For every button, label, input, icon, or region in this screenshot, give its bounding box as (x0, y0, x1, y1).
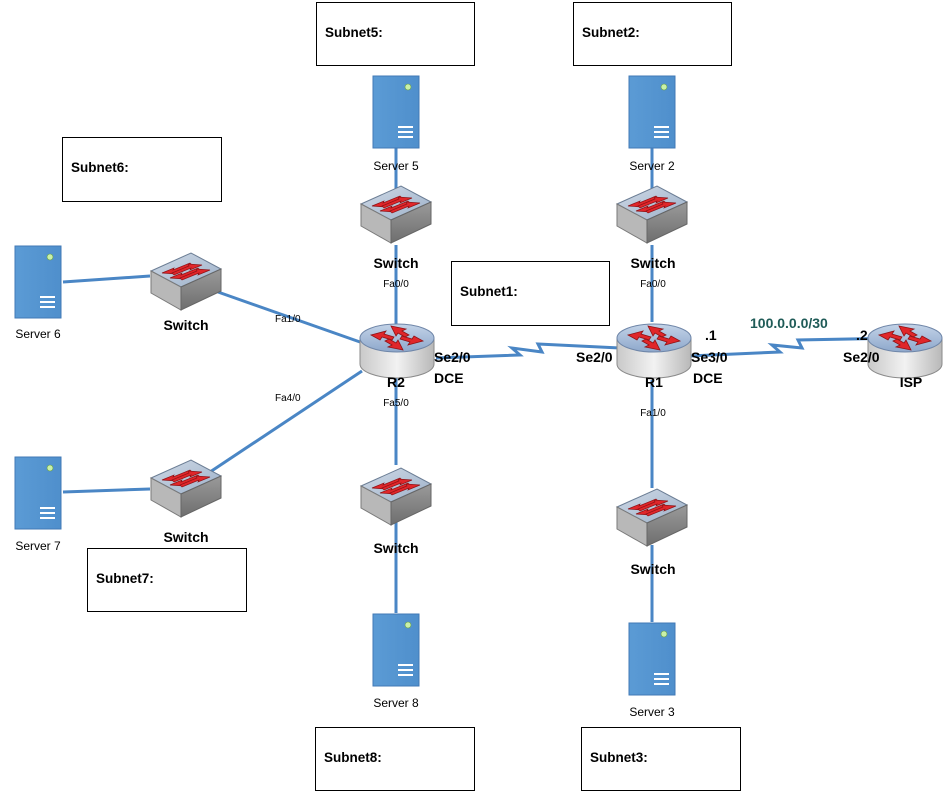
router-r1-icon[interactable] (616, 323, 692, 379)
switch-bottom-r2-icon[interactable] (360, 467, 432, 526)
server8-icon[interactable] (372, 613, 420, 687)
r1-fa1-label: Fa1/0 (640, 408, 666, 419)
subnet5-label: Subnet5: (325, 25, 383, 40)
server2-icon[interactable] (628, 75, 676, 149)
router-r2-label: R2 (387, 374, 405, 390)
subnet6-box: Subnet6: (62, 137, 222, 202)
switch-subnet7-label: Switch (163, 529, 208, 545)
switch-bottom-r1-label: Switch (630, 561, 675, 577)
switch-bottom-r1-icon[interactable] (616, 488, 688, 547)
link-server7-switch (62, 487, 151, 494)
subnet7-label: Subnet7: (96, 571, 154, 586)
server7-label: Server 7 (15, 539, 61, 553)
r2-dce-label: DCE (434, 370, 464, 386)
subnet2-label: Subnet2: (582, 25, 640, 40)
link-server6-switch (62, 274, 151, 284)
link-serial-r2-r1 (435, 342, 621, 360)
subnet3-label: Subnet3: (590, 750, 648, 765)
isp-host-label: .2 (856, 327, 868, 343)
subnet8-label: Subnet8: (324, 750, 382, 765)
link-serial-r1-isp (688, 336, 903, 358)
links (62, 145, 903, 622)
r2-fa0-label: Fa0/0 (383, 279, 409, 290)
subnet6-label: Subnet6: (71, 160, 129, 175)
subnet2-box: Subnet2: (573, 2, 732, 66)
isp-se2-label: Se2/0 (843, 349, 880, 365)
subnet5-box: Subnet5: (316, 2, 475, 66)
switch-subnet6-label: Switch (163, 317, 208, 333)
server3-label: Server 3 (629, 705, 675, 719)
switch-subnet7-icon[interactable] (150, 459, 222, 518)
server6-icon[interactable] (14, 245, 62, 319)
server8-label: Server 8 (373, 696, 419, 710)
server5-label: Server 5 (373, 159, 419, 173)
r2-fa4-label: Fa4/0 (275, 393, 301, 404)
subnet3-box: Subnet3: (581, 727, 741, 791)
r1-fa0-label: Fa0/0 (640, 279, 666, 290)
router-isp-label: ISP (900, 374, 923, 390)
server3-icon[interactable] (628, 622, 676, 696)
r1-host-label: .1 (705, 327, 717, 343)
r2-se2-label: Se2/0 (434, 349, 471, 365)
server7-icon[interactable] (14, 456, 62, 530)
subnet8-box: Subnet8: (315, 727, 475, 791)
r1-se2-label: Se2/0 (576, 349, 613, 365)
wan-network-label: 100.0.0.0/30 (750, 315, 828, 331)
switch-top-r1-label: Switch (630, 255, 675, 271)
server2-label: Server 2 (629, 159, 675, 173)
subnet1-label: Subnet1: (460, 284, 518, 299)
link-switch-r2-fa1 (217, 290, 361, 344)
server5-icon[interactable] (372, 75, 420, 149)
switch-top-r2-icon[interactable] (360, 185, 432, 244)
switch-subnet6-icon[interactable] (150, 252, 222, 311)
link-switch-r2-fa4 (209, 369, 363, 474)
router-r2-icon[interactable] (359, 323, 435, 379)
server6-label: Server 6 (15, 327, 61, 341)
switch-bottom-r2-label: Switch (373, 540, 418, 556)
subnet7-box: Subnet7: (87, 548, 247, 612)
switch-top-r1-icon[interactable] (616, 185, 688, 244)
switch-top-r2-label: Switch (373, 255, 418, 271)
r2-fa5-label: Fa5/0 (383, 398, 409, 409)
router-r1-label: R1 (645, 374, 663, 390)
r2-fa1-label: Fa1/0 (275, 314, 301, 325)
r1-dce-label: DCE (693, 370, 723, 386)
subnet1-box: Subnet1: (451, 261, 610, 326)
r1-se3-label: Se3/0 (691, 349, 728, 365)
